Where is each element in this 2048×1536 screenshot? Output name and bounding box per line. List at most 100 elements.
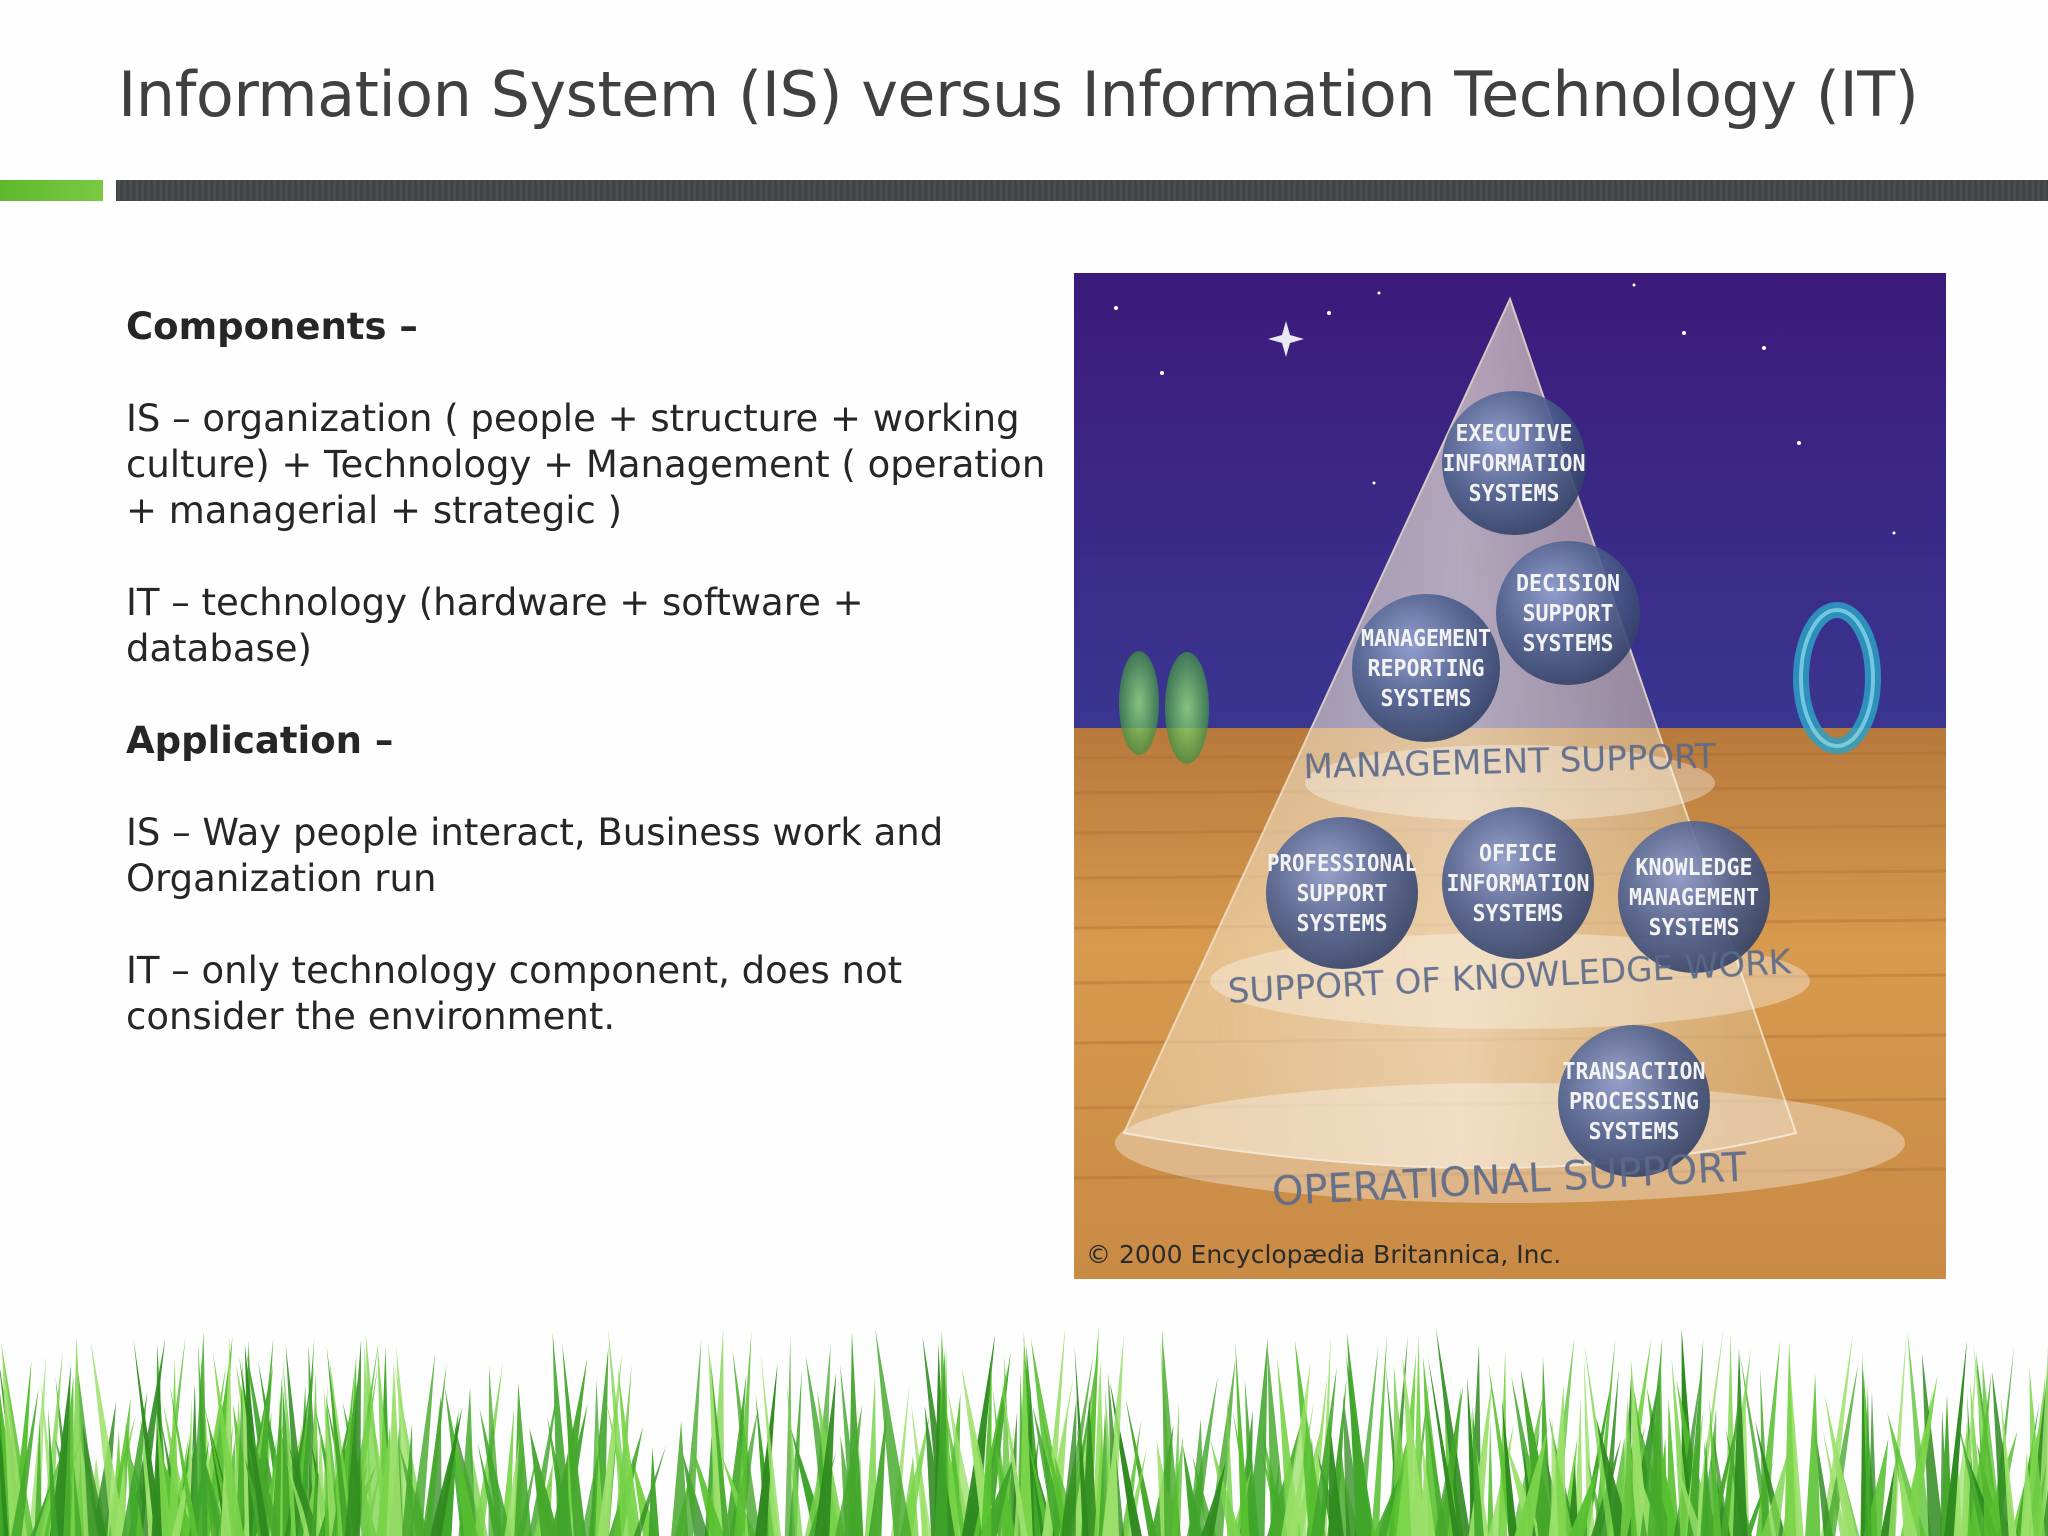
- grass-blade: [868, 1411, 887, 1536]
- sphere-label-line: KNOWLEDGE: [1636, 855, 1753, 881]
- grass-blade: [1488, 1364, 1518, 1536]
- sphere-label-line: INFORMATION: [1443, 451, 1586, 477]
- sphere-label-line: DECISION: [1516, 571, 1620, 597]
- grass-blade: [386, 1362, 403, 1536]
- sphere-label-line: SYSTEMS: [1297, 911, 1388, 937]
- sphere-label-line: OFFICE: [1479, 841, 1557, 867]
- grass-blade: [1555, 1449, 1574, 1536]
- grass-blade: [1294, 1340, 1326, 1536]
- grass-blade: [1583, 1357, 1595, 1536]
- grass-blade: [1813, 1417, 1833, 1536]
- grass-blade: [1396, 1352, 1417, 1536]
- grass-blade: [444, 1386, 475, 1536]
- grass-blade: [1102, 1336, 1124, 1536]
- grass-blade: [755, 1363, 778, 1536]
- grass-blade: [786, 1383, 803, 1536]
- grass-blade: [1171, 1401, 1180, 1536]
- grass-blade: [934, 1349, 948, 1536]
- grass-blade: [1630, 1357, 1649, 1536]
- paragraph-spacer: [126, 764, 1046, 810]
- grass-blade: [608, 1329, 632, 1536]
- grass-blade: [788, 1370, 802, 1536]
- grass-blade: [1956, 1415, 1989, 1536]
- grass-blade: [1754, 1420, 1786, 1536]
- grass-blade: [1739, 1353, 1773, 1536]
- grass-blade: [82, 1423, 107, 1536]
- sphere-label-line: PROCESSING: [1569, 1089, 1699, 1115]
- grass-blade: [1921, 1352, 1944, 1536]
- grass-blade: [1161, 1329, 1181, 1536]
- grass-blade: [0, 1433, 14, 1536]
- grass-blade: [1960, 1350, 1977, 1536]
- grass-blade: [1647, 1363, 1663, 1536]
- grass-blade: [244, 1344, 266, 1536]
- grass-blade: [160, 1455, 197, 1536]
- grass-blade: [318, 1418, 355, 1536]
- grass-blade: [804, 1415, 832, 1536]
- grass-blade: [1435, 1327, 1471, 1536]
- grass-blade: [1520, 1369, 1556, 1536]
- body-text: Components –IS – organization ( people +…: [126, 304, 1046, 1040]
- grass-blade: [504, 1437, 520, 1536]
- grass-blade: [682, 1338, 702, 1536]
- grass-blade: [1001, 1377, 1028, 1536]
- paragraph-spacer: [126, 672, 1046, 718]
- grass-blade: [336, 1365, 356, 1536]
- grass-blade: [2020, 1451, 2034, 1536]
- sphere-label-line: TRANSACTION: [1563, 1059, 1706, 1085]
- sphere-label-line: SUPPORT: [1297, 881, 1388, 907]
- grass-blade: [1991, 1346, 2015, 1536]
- grass-blade: [207, 1417, 240, 1536]
- body-paragraph: IS – Way people interact, Business work …: [126, 811, 944, 900]
- grass-blade: [1424, 1396, 1448, 1536]
- grass-blade: [760, 1352, 782, 1536]
- slide-title: Information System (IS) versus Informati…: [118, 58, 1919, 131]
- grass-blade: [710, 1359, 730, 1536]
- grass-blade: [422, 1362, 447, 1536]
- grass-blade: [28, 1355, 47, 1536]
- grass-blade: [2029, 1464, 2047, 1536]
- grass-blade: [1567, 1462, 1579, 1536]
- grass-blade: [1102, 1427, 1119, 1536]
- grass-blade: [361, 1344, 374, 1536]
- grass-blade: [891, 1384, 910, 1536]
- grass-blade: [1907, 1330, 1932, 1536]
- grass-blade: [1041, 1375, 1074, 1536]
- grass-blade: [682, 1451, 709, 1536]
- grass-blade: [90, 1341, 126, 1536]
- grass-blade: [1901, 1374, 1938, 1536]
- grass-blade: [1546, 1456, 1565, 1536]
- sphere-label-line: REPORTING: [1368, 656, 1485, 682]
- grass-blade: [734, 1331, 752, 1536]
- grass-blade: [1427, 1356, 1460, 1536]
- paragraph-spacer: [126, 534, 1046, 580]
- grass-blade: [1820, 1333, 1853, 1536]
- grass-blade: [2000, 1393, 2017, 1536]
- grass-blade: [1354, 1344, 1379, 1536]
- grass-blade: [344, 1339, 362, 1536]
- grass-blade: [1700, 1438, 1710, 1536]
- grass-blade: [835, 1404, 863, 1536]
- grass-blade: [156, 1411, 173, 1536]
- sphere-label-line: SYSTEMS: [1469, 481, 1560, 507]
- grass-blade: [755, 1394, 774, 1536]
- grass-blade: [1630, 1458, 1638, 1536]
- grass-blade: [409, 1353, 436, 1536]
- sphere-label-line: EXECUTIVE: [1456, 421, 1573, 447]
- sphere-label-line: PROFESSIONAL: [1267, 851, 1417, 877]
- grass-blade: [1701, 1408, 1717, 1536]
- grass-blade: [203, 1457, 228, 1536]
- grass-blade: [1310, 1367, 1337, 1536]
- grass-blade: [613, 1364, 632, 1536]
- grass-blade: [552, 1332, 573, 1536]
- grass-blade: [978, 1351, 1011, 1536]
- grass-blade: [1277, 1357, 1301, 1536]
- grass-blade: [648, 1447, 660, 1536]
- grass-blade: [73, 1463, 83, 1536]
- grass-blade: [581, 1448, 599, 1536]
- sphere-label-line: SYSTEMS: [1523, 631, 1614, 657]
- sphere-label-line: SYSTEMS: [1381, 686, 1472, 712]
- grass-blade: [1487, 1421, 1494, 1536]
- grass-blade: [285, 1345, 308, 1536]
